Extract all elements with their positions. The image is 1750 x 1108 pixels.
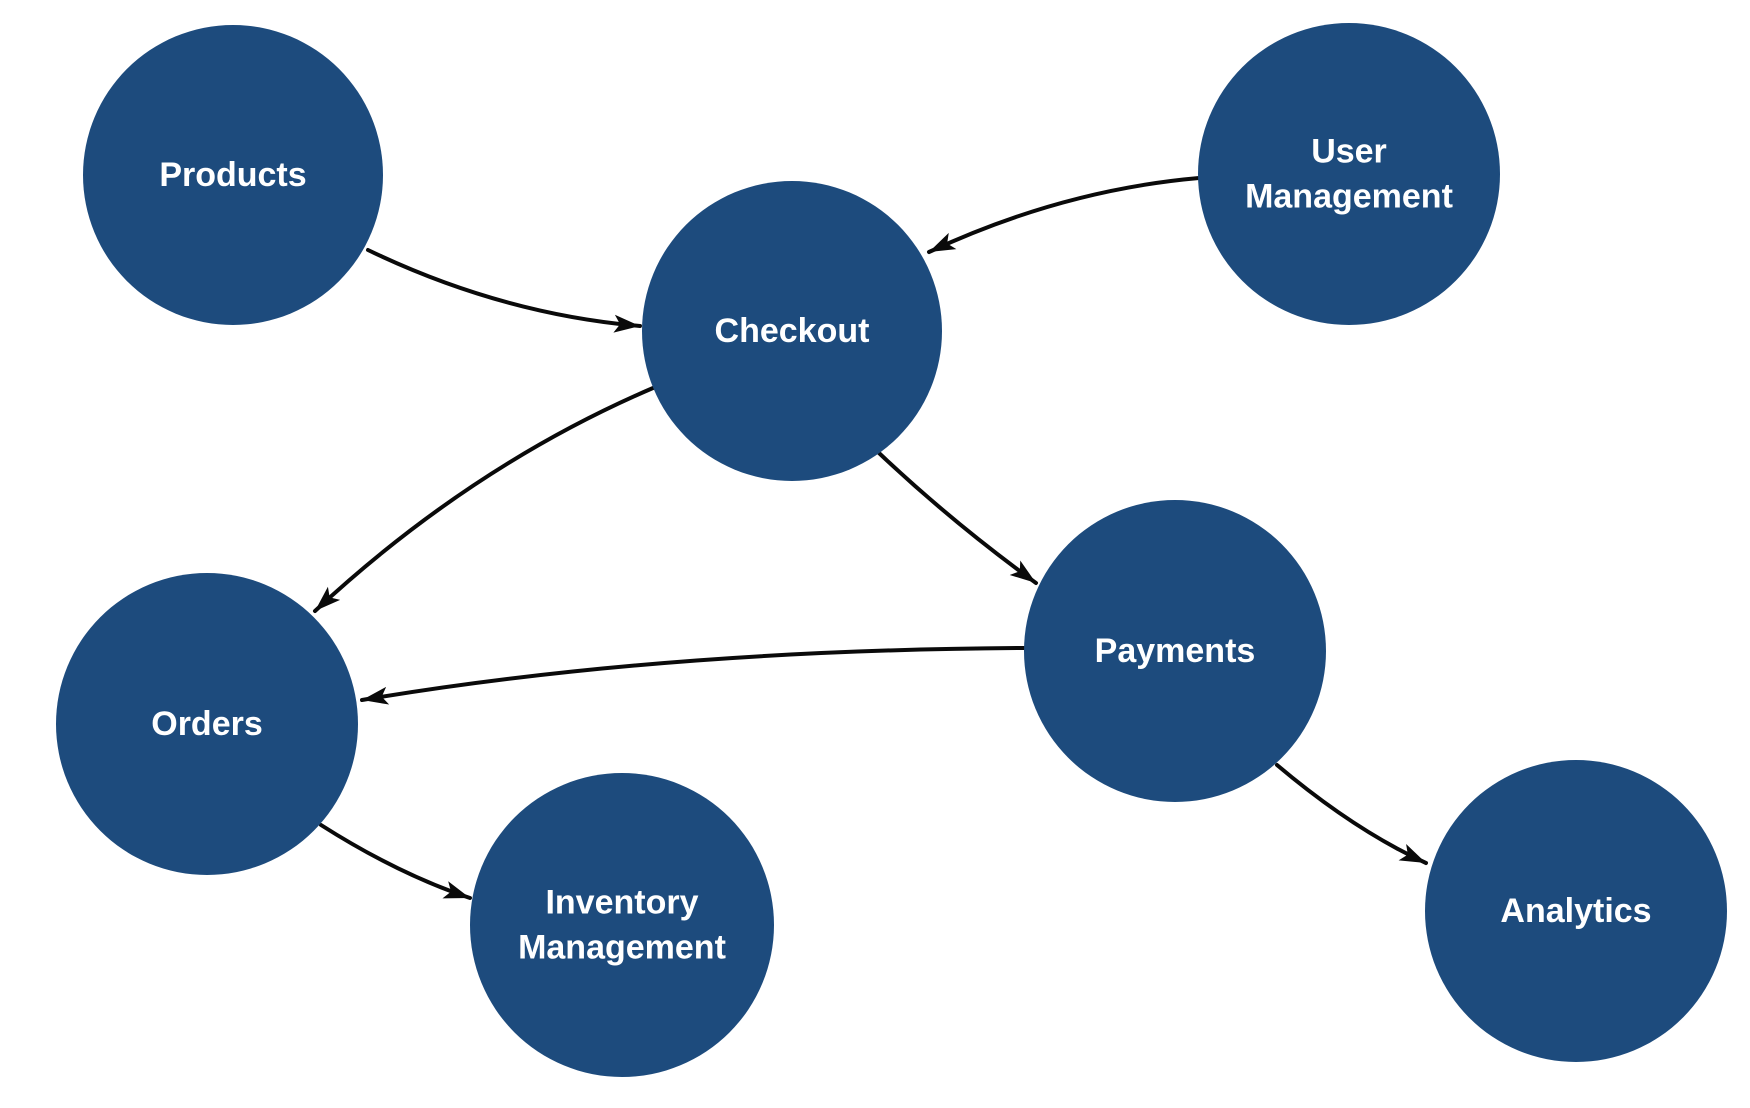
edge-orders-inventory-management bbox=[319, 823, 472, 900]
node-orders[interactable]: Orders bbox=[56, 573, 358, 875]
edge-payments-analytics bbox=[1275, 763, 1428, 865]
node-checkout[interactable]: Checkout bbox=[642, 181, 942, 481]
node-circle-inventory-management[interactable] bbox=[470, 773, 774, 1077]
node-circle-checkout[interactable] bbox=[642, 181, 942, 481]
node-circle-user-management[interactable] bbox=[1198, 23, 1500, 325]
edges-layer bbox=[313, 176, 1428, 900]
edge-user-management-checkout bbox=[927, 176, 1201, 254]
node-payments[interactable]: Payments bbox=[1024, 500, 1326, 802]
node-circle-orders[interactable] bbox=[56, 573, 358, 875]
node-circle-payments[interactable] bbox=[1024, 500, 1326, 802]
edge-products-checkout bbox=[366, 248, 642, 333]
edge-payments-orders bbox=[360, 646, 1026, 705]
node-circle-products[interactable] bbox=[83, 25, 383, 325]
node-label-products: Products bbox=[159, 156, 306, 194]
node-label-orders: Orders bbox=[151, 705, 263, 743]
node-products[interactable]: Products bbox=[83, 25, 383, 325]
node-circle-analytics[interactable] bbox=[1425, 760, 1727, 1062]
node-label-analytics: Analytics bbox=[1500, 892, 1651, 930]
edge-checkout-orders bbox=[313, 386, 655, 613]
edge-checkout-payments bbox=[877, 451, 1038, 585]
node-label-payments: Payments bbox=[1095, 632, 1256, 670]
node-analytics[interactable]: Analytics bbox=[1425, 760, 1727, 1062]
node-label-checkout: Checkout bbox=[715, 312, 870, 350]
